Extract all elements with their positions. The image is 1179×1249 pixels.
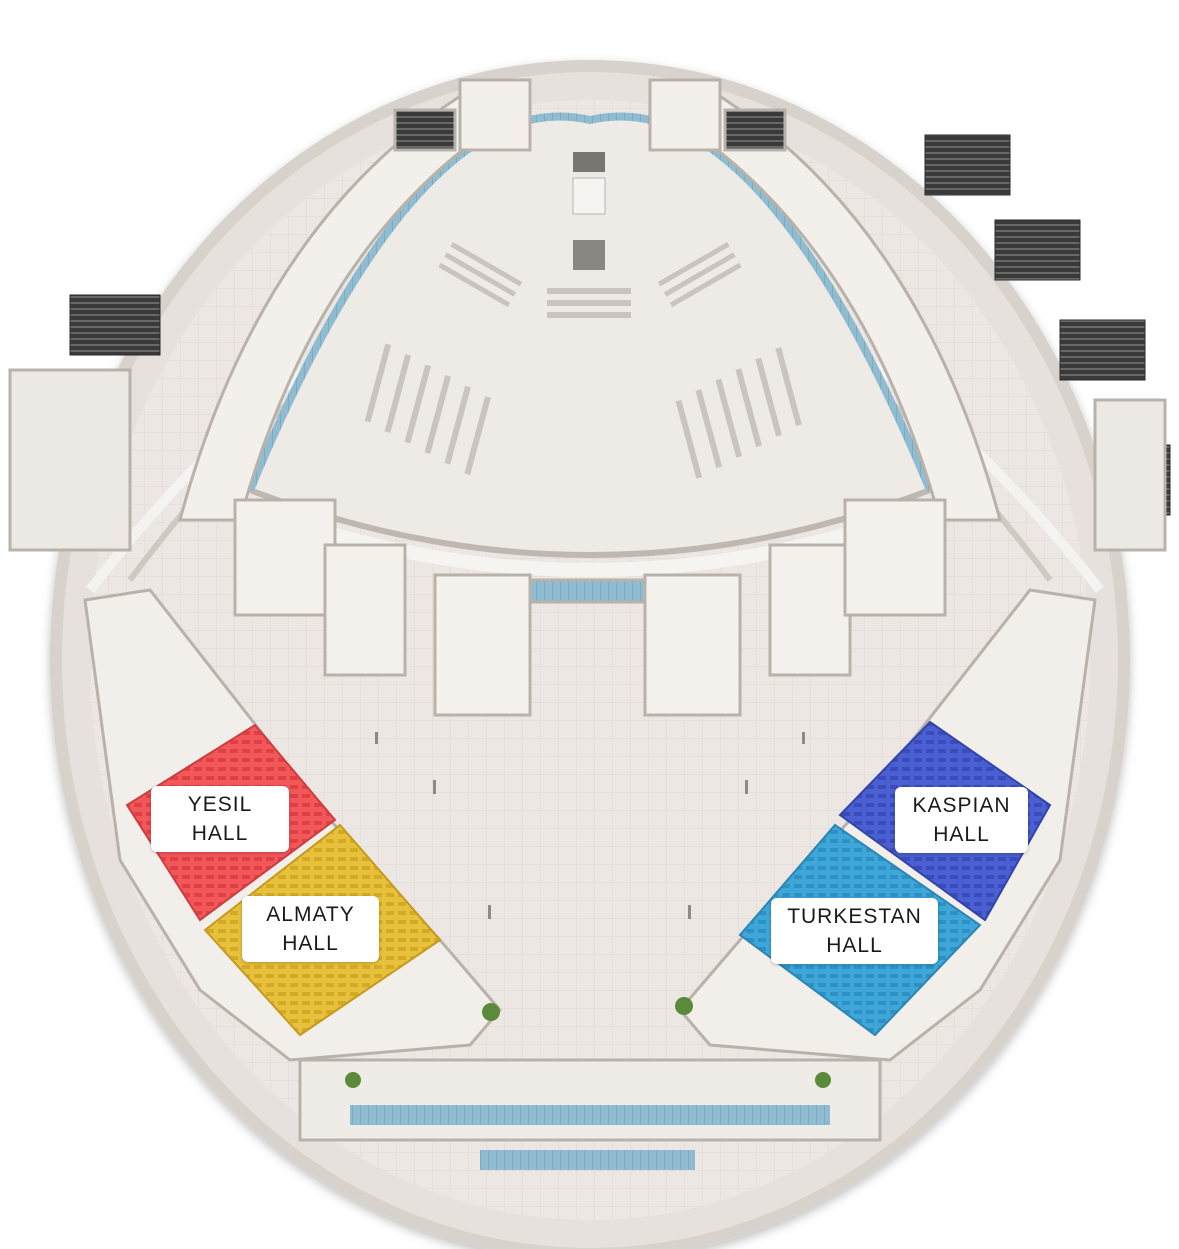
hall-label-kaspian[interactable]: KASPIAN HALL [895, 787, 1028, 853]
lobby-markers [375, 732, 805, 919]
hall-label-line1: YESIL [187, 793, 253, 816]
rooftop-units [8, 134, 1171, 552]
hall-label-line2: HALL [933, 823, 990, 846]
hall-label-line1: TURKESTAN [787, 905, 922, 928]
central-auditorium [227, 112, 953, 577]
plant-icons [345, 997, 831, 1088]
hall-label-line2: HALL [282, 932, 339, 955]
hall-label-almaty[interactable]: ALMATY HALL [242, 896, 379, 962]
hall-label-line2: HALL [826, 934, 883, 957]
hall-label-yesil[interactable]: YESIL HALL [151, 786, 289, 852]
auditorium-front-rooms [233, 498, 947, 717]
hall-label-turkestan[interactable]: TURKESTAN HALL [771, 898, 938, 964]
hall-label-line1: KASPIAN [912, 794, 1011, 817]
hall-label-line1: ALMATY [266, 903, 355, 926]
hall-label-line2: HALL [191, 822, 249, 845]
upper-wings [178, 78, 1002, 522]
